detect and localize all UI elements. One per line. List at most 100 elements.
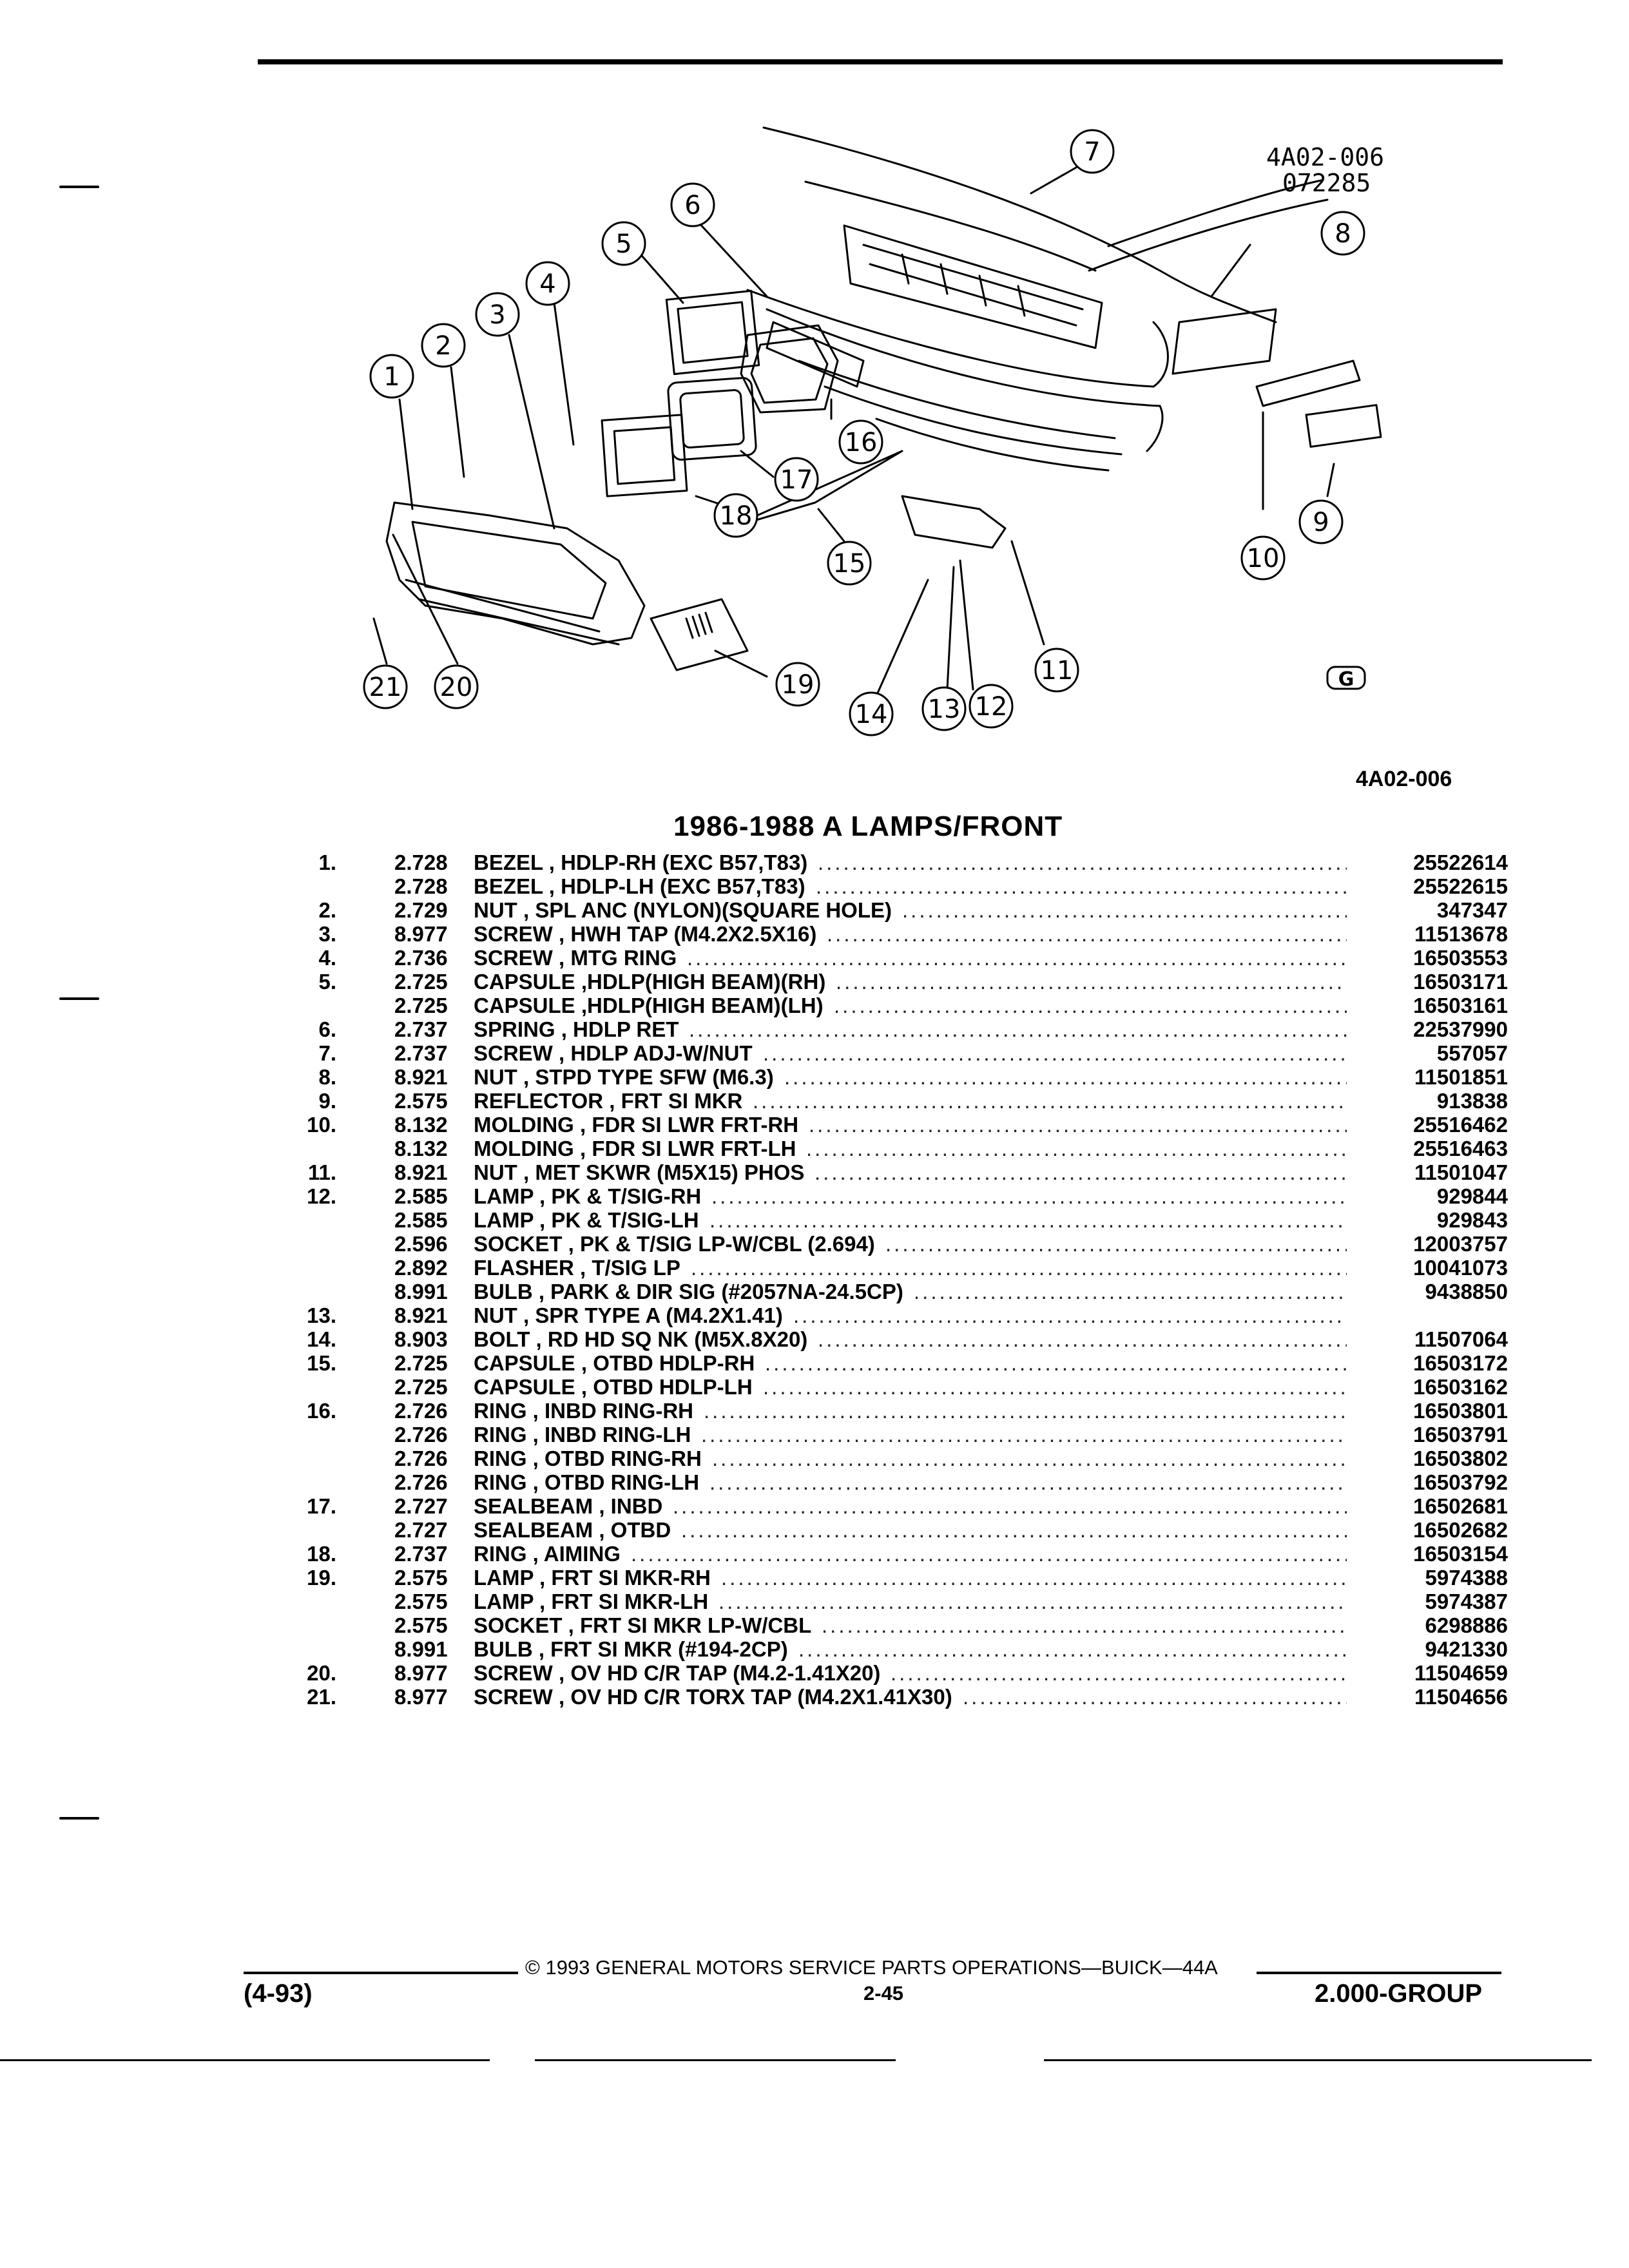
svg-text:5: 5 (615, 229, 631, 259)
part-number: 16503791 (1413, 1423, 1508, 1446)
group-number: 8.977 (394, 922, 448, 946)
side-marker-bezel (1255, 360, 1361, 407)
item-number: 3. (318, 922, 336, 946)
headlamp-opening (766, 321, 865, 388)
svg-text:11: 11 (1041, 656, 1074, 686)
part-description: SCREW , HWH TAP (M4.2X2.5X16) (474, 922, 817, 946)
side-molding (1171, 308, 1277, 375)
group-number: 2.725 (394, 970, 448, 994)
part-number: 11504659 (1414, 1661, 1508, 1685)
part-number: 16503553 (1413, 946, 1508, 970)
leader-dots: ........................................… (891, 1661, 1347, 1685)
part-description: CAPSULE ,HDLP(HIGH BEAM)(LH) (474, 994, 824, 1017)
group-number: 2.737 (394, 1041, 448, 1065)
leader-dots: ........................................… (691, 1256, 1347, 1280)
callout-13: 13 (921, 686, 967, 731)
group-number: 2.729 (394, 898, 448, 922)
svg-text:1: 1 (383, 362, 400, 392)
item-number: 15. (307, 1351, 336, 1375)
item-number: 1. (318, 850, 336, 874)
group-number: 2.726 (394, 1446, 448, 1470)
scan-mark (59, 1817, 99, 1820)
side-marker-lamp (1305, 404, 1382, 448)
group-number: 8.921 (394, 1160, 448, 1184)
part-number: 10041073 (1413, 1256, 1508, 1280)
leader-dots: ........................................… (818, 850, 1347, 874)
leader-dots: ........................................… (818, 1327, 1347, 1351)
group-number: 2.585 (394, 1184, 448, 1208)
headlamp-bezel-inner (411, 521, 607, 620)
part-description: SEALBEAM , OTBD (474, 1518, 671, 1542)
group-number: 8.921 (394, 1303, 448, 1327)
item-number: 6. (318, 1017, 336, 1041)
callout-15: 15 (827, 541, 872, 586)
svg-text:12: 12 (975, 692, 1008, 722)
item-number: 2. (318, 898, 336, 922)
group-number: 2.585 (394, 1208, 448, 1232)
part-number: 16503802 (1413, 1446, 1508, 1470)
leader-dots: ........................................… (718, 1590, 1347, 1613)
part-description: NUT , STPD TYPE SFW (M6.3) (474, 1065, 774, 1089)
group-number: 2.727 (394, 1518, 448, 1542)
grille-opening (843, 224, 1103, 349)
grille-slots (901, 253, 1026, 317)
leader-dots: ........................................… (815, 1160, 1347, 1184)
leader-line (695, 398, 845, 543)
leader-dots: ........................................… (793, 1303, 1347, 1327)
leader-dots: ........................................… (963, 1685, 1347, 1709)
callout-7: 7 (1070, 129, 1115, 174)
callout-12: 12 (969, 684, 1014, 729)
leader-dots: ........................................… (711, 1184, 1347, 1208)
item-number: 14. (307, 1327, 336, 1351)
part-number: 913838 (1436, 1089, 1508, 1113)
part-number: 5974387 (1425, 1590, 1508, 1613)
callout-18: 18 (713, 493, 758, 538)
leader-dots: ........................................… (712, 1446, 1347, 1470)
svg-text:18: 18 (720, 501, 753, 531)
part-description: SEALBEAM , INBD (474, 1494, 663, 1518)
leader-dots: ........................................… (631, 1542, 1347, 1566)
part-description: RING , OTBD RING-RH (474, 1446, 702, 1470)
leader-dots: ........................................… (902, 898, 1347, 922)
svg-text:8: 8 (1335, 219, 1351, 249)
leader-line (637, 166, 1251, 304)
svg-text:3: 3 (489, 300, 505, 330)
svg-text:7: 7 (1084, 137, 1100, 167)
group-number: 2.725 (394, 1375, 448, 1399)
group-number: 2.575 (394, 1590, 448, 1613)
item-number: 21. (307, 1685, 336, 1709)
group-number: 2.726 (394, 1423, 448, 1446)
bottom-rule (0, 2059, 490, 2061)
part-description: RING , AIMING (474, 1542, 621, 1566)
part-description: MOLDING , FDR SI LWR FRT-LH (474, 1137, 796, 1160)
part-description: CAPSULE , OTBD HDLP-RH (474, 1351, 755, 1375)
svg-text:20: 20 (440, 673, 473, 702)
group-number: 2.575 (394, 1613, 448, 1637)
leader-dots: ........................................… (701, 1423, 1347, 1446)
part-description: NUT , MET SKWR (M5X15) PHOS (474, 1160, 805, 1184)
leader-dots: ........................................… (816, 874, 1347, 898)
bumper-line (875, 418, 1110, 472)
item-number: 17. (307, 1494, 336, 1518)
svg-text:G: G (1338, 668, 1354, 691)
part-number: 929843 (1436, 1208, 1508, 1232)
part-description: BULB , FRT SI MKR (#194-2CP) (474, 1637, 788, 1661)
diagram-code: 4A02-006 (1266, 143, 1385, 171)
svg-text:4: 4 (539, 269, 555, 299)
group-number: 8.921 (394, 1065, 448, 1089)
leader-dots: ........................................… (885, 1232, 1347, 1256)
part-description: MOLDING , FDR SI LWR FRT-RH (474, 1113, 799, 1137)
